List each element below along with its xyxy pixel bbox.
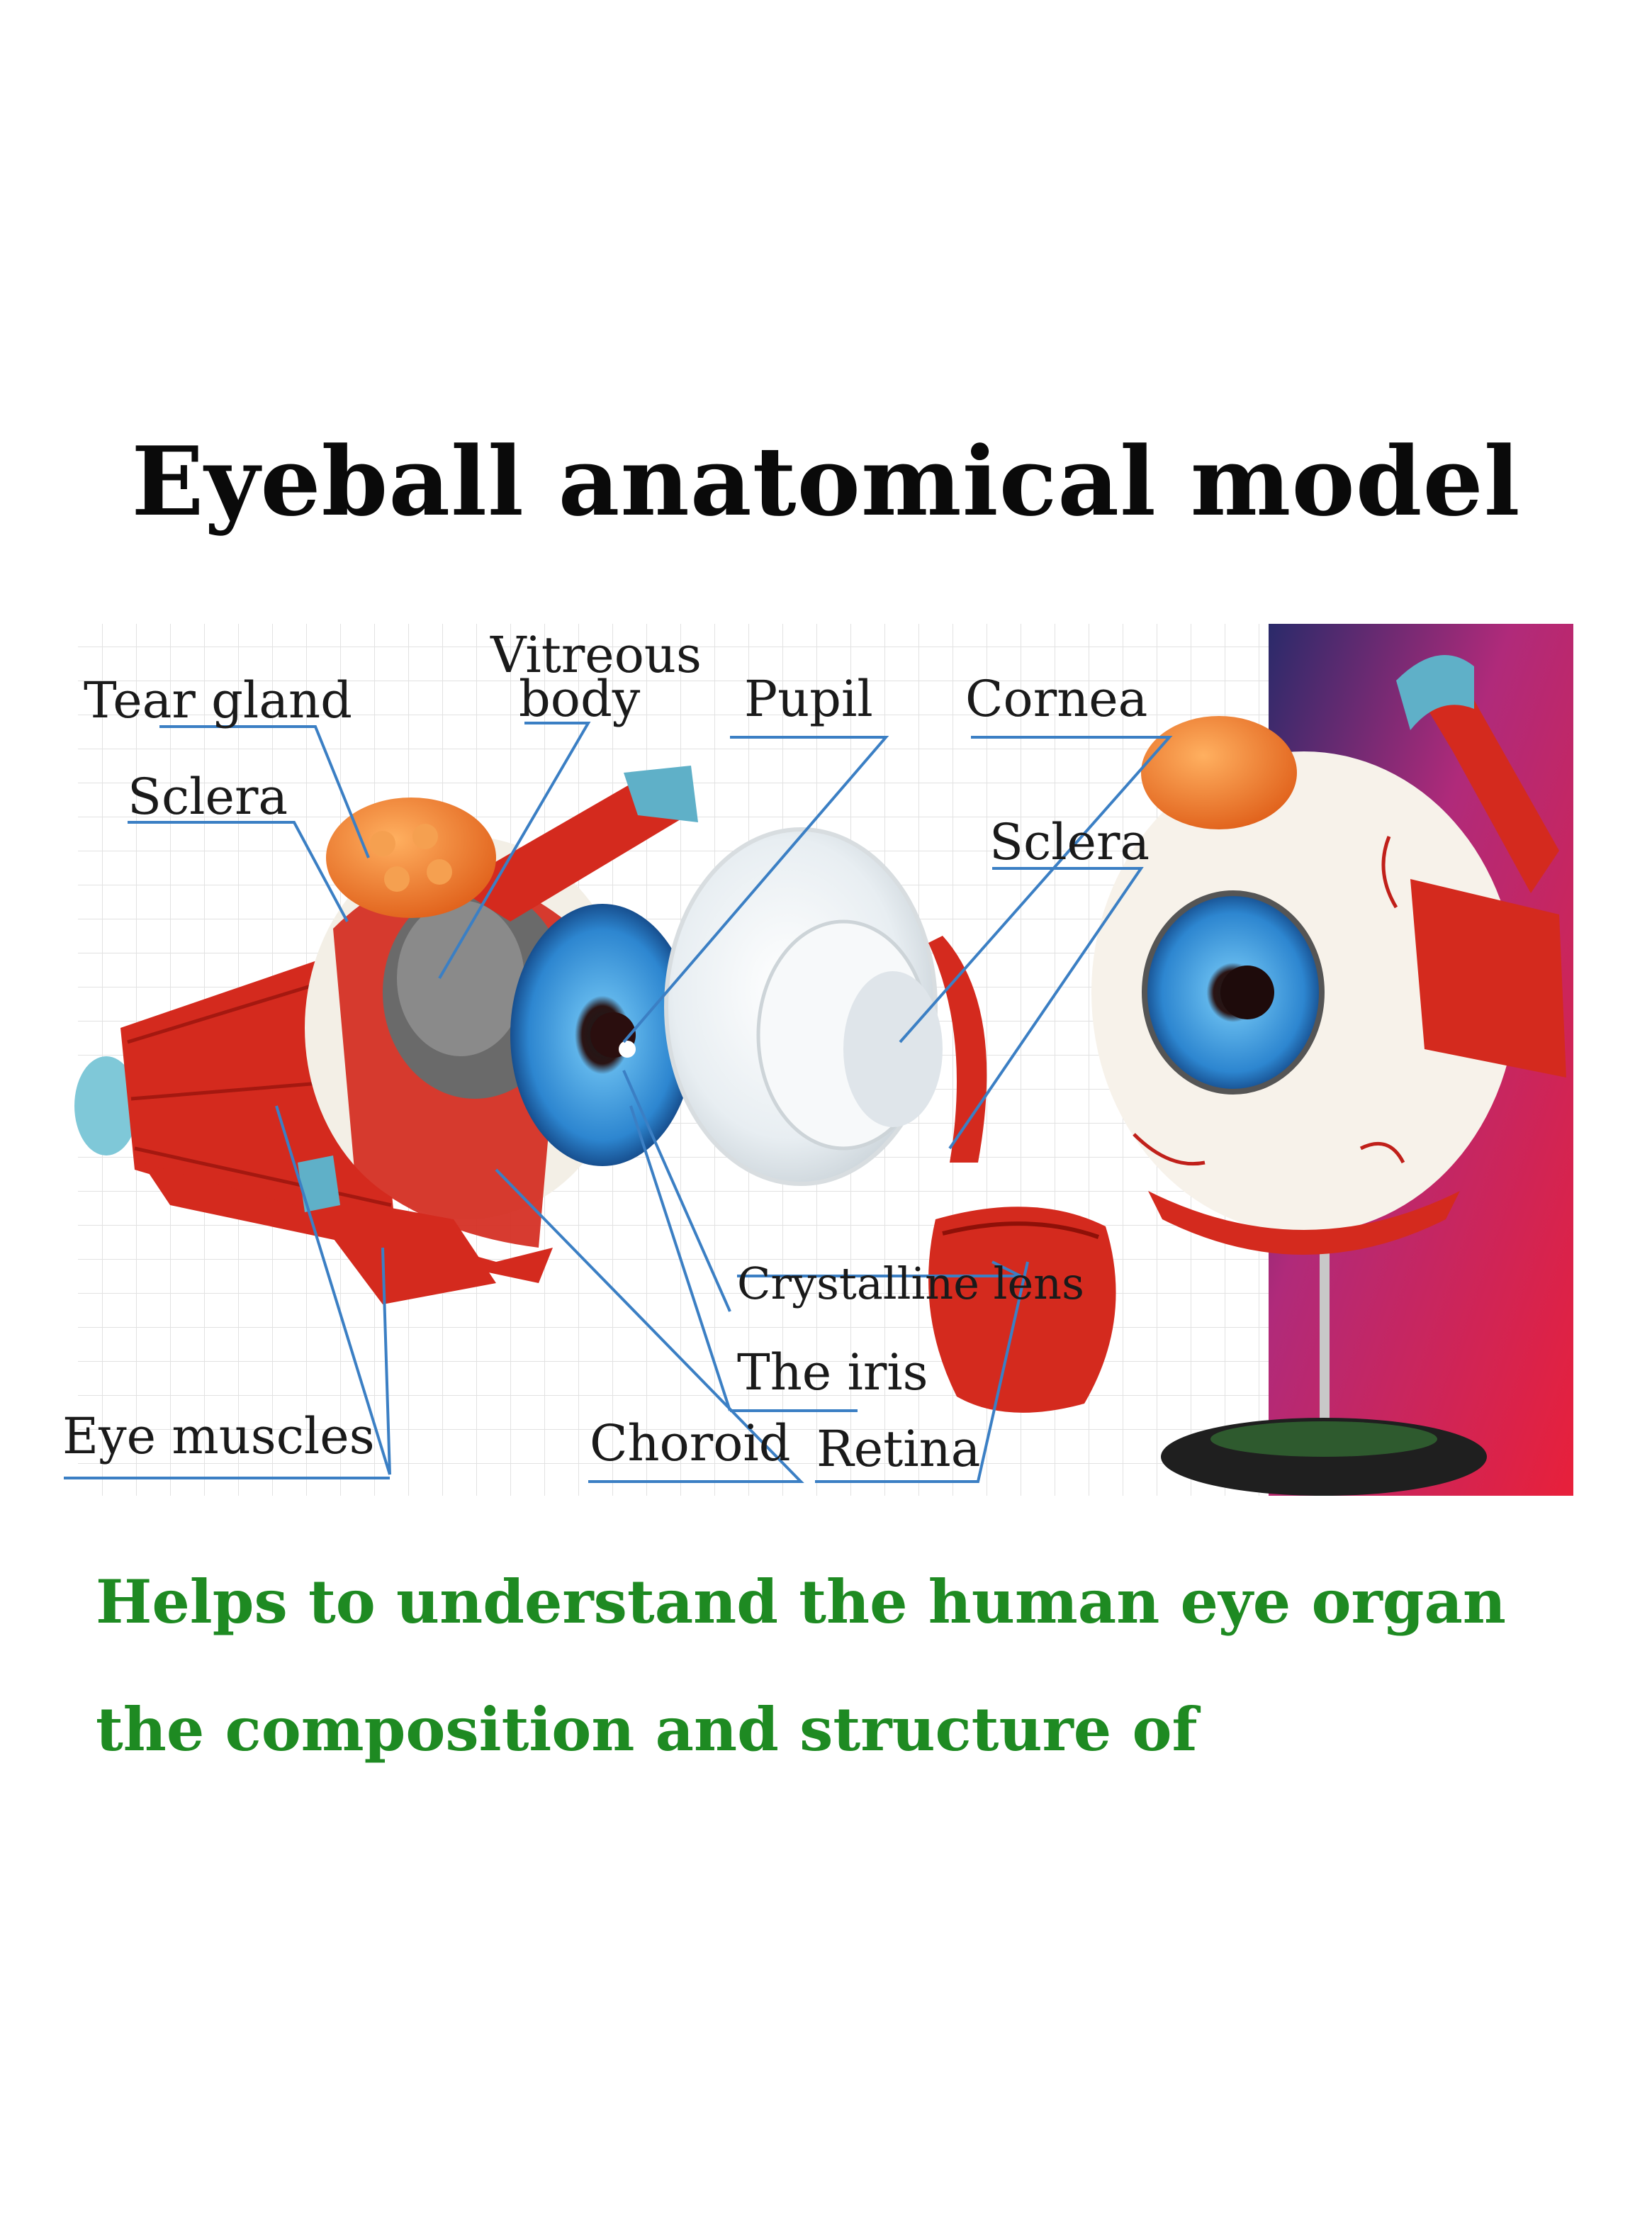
- label-cornea: Cornea: [965, 670, 1147, 728]
- label-crystalline-lens: Crystalline lens: [737, 1258, 1084, 1309]
- assembled-eye-model: [1091, 655, 1566, 1496]
- page-title: Eyeball anatomical model: [131, 425, 1521, 537]
- tear-gland-shape-right: [1141, 716, 1297, 829]
- label-tear-gland: Tear gland: [84, 671, 352, 729]
- label-eye-muscles: Eye muscles: [62, 1407, 375, 1465]
- label-retina: Retina: [816, 1420, 980, 1478]
- label-vitreous-line2: body: [519, 670, 641, 728]
- label-sclera-right: Sclera: [989, 813, 1150, 871]
- crystalline-lens-model: [928, 1207, 1116, 1413]
- tear-gland-shape: [326, 798, 496, 918]
- label-choroid: Choroid: [590, 1414, 791, 1472]
- lens-cup-model: [664, 827, 987, 1186]
- leader-lines: [64, 722, 1173, 1483]
- label-the-iris: The iris: [737, 1343, 928, 1401]
- label-pupil: Pupil: [744, 670, 873, 728]
- caption-line-1: Helps to understand the human eye organ: [96, 1567, 1506, 1637]
- caption-line-2: the composition and structure of: [96, 1694, 1198, 1764]
- label-vitreous-line1: Vitreous: [490, 626, 702, 684]
- exploded-eye-model: [74, 766, 698, 1304]
- label-sclera-left: Sclera: [128, 768, 288, 826]
